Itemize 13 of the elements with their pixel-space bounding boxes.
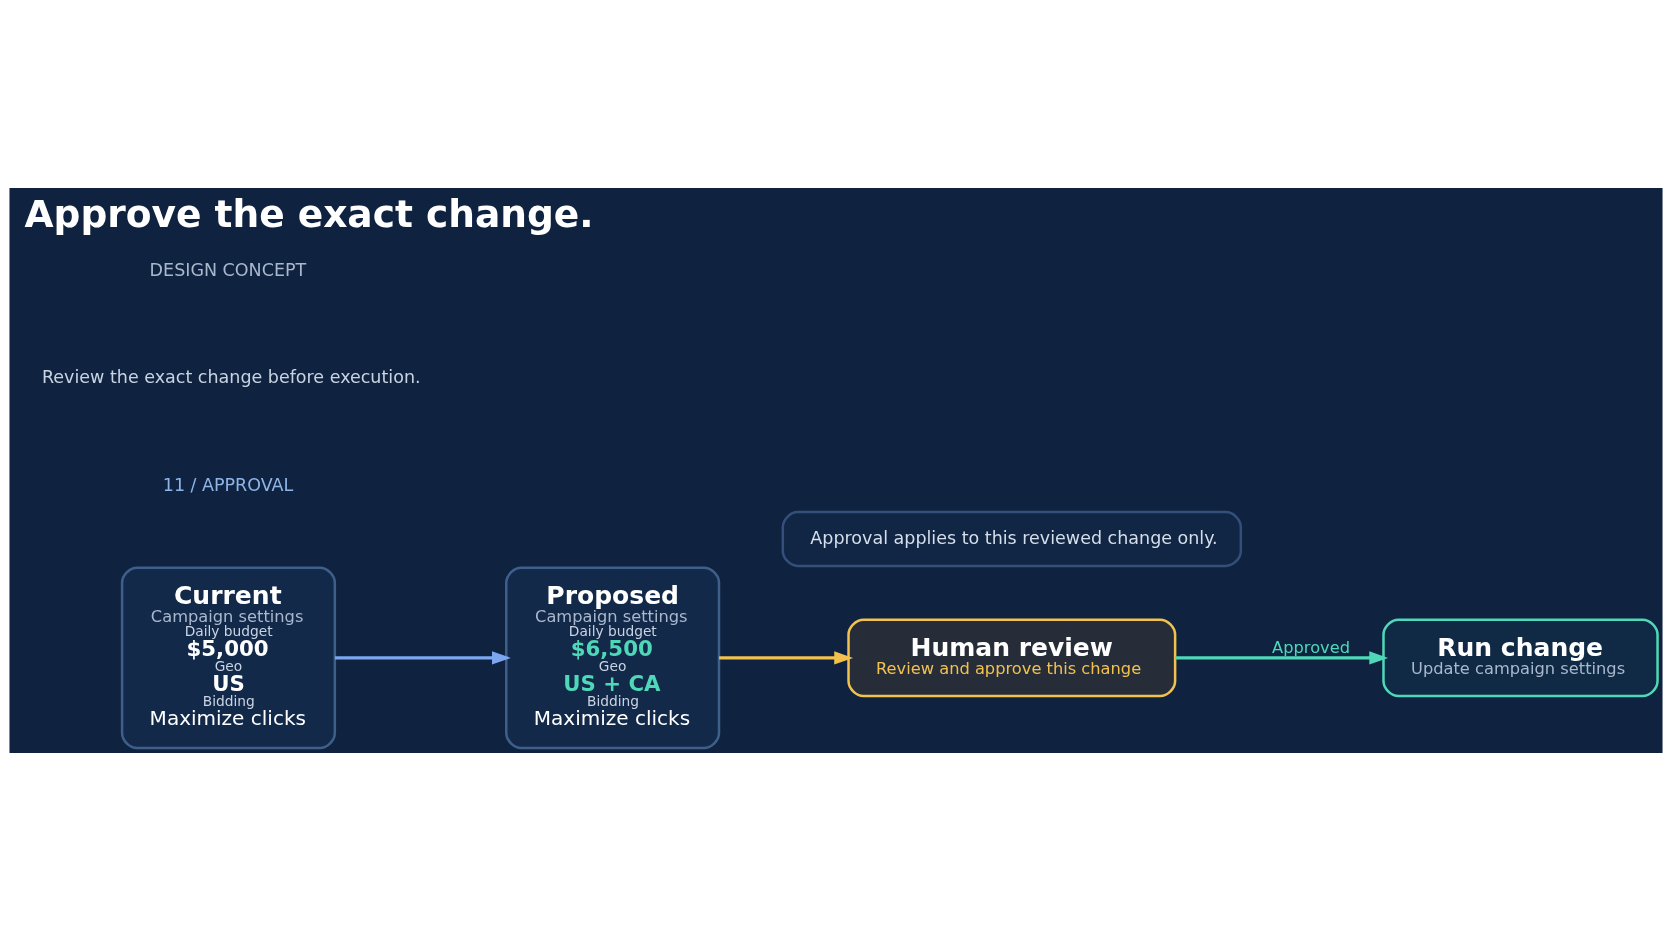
node-box: Run change Update campaign settings (1382, 618, 1659, 698)
node-box: Approval applies to this reviewed change only. (781, 510, 1243, 568)
diagram-title: Approve the exact change. (24, 191, 594, 236)
arrow (1175, 651, 1389, 665)
arrow (719, 651, 854, 665)
arrow (335, 651, 511, 665)
label: 11 / APPROVAL (162, 475, 294, 496)
label: DESIGN CONCEPT (149, 259, 307, 280)
edge-label: Approved (1272, 638, 1351, 658)
node-box: Human review Review and approve this change (847, 618, 1177, 698)
node-box: Proposed Campaign settings Daily budget $6,500 Geo US + CA Bidding Maximize clicks (505, 566, 721, 750)
label: Review the exact change before execution. (42, 367, 421, 388)
node-box: Current Campaign settings Daily budget $5,000 Geo US Bidding Maximize clicks (120, 566, 337, 750)
